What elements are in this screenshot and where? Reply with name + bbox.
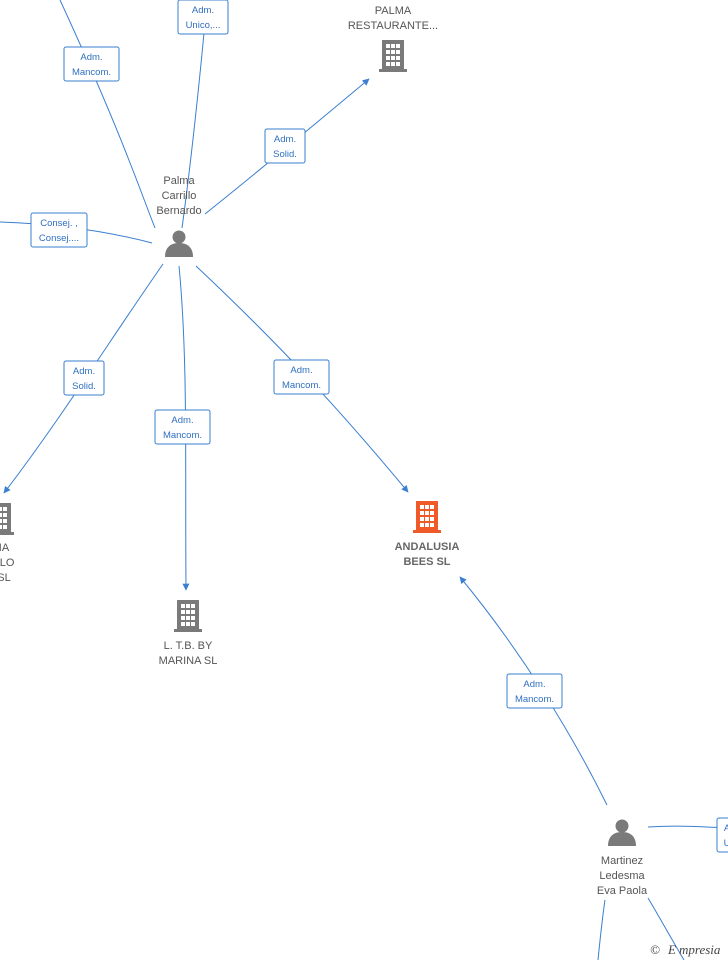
node-label-line: BEES SL (403, 556, 450, 568)
building-icon (379, 40, 407, 72)
person-icon (608, 819, 636, 846)
edge-label-line: Adm. (171, 415, 193, 426)
edge-down-left (597, 899, 606, 960)
edge-label-line: Unico,... (186, 20, 221, 31)
edge-label-top[interactable]: Adm. Unico,... (177, 0, 229, 35)
node-label-line: Palma (163, 175, 195, 187)
edge-label-restaurante[interactable]: Adm. Solid. (264, 128, 306, 164)
edge-top-left (59, 0, 156, 229)
edge-label-line: Adm. (192, 5, 214, 16)
node-label-line: MARINA SL (159, 655, 218, 667)
building-icon (413, 501, 441, 533)
node-label-line: Carrillo (162, 190, 197, 202)
edge-labels-layer: Adm. Mancom. Adm. Unico,... Adm. Solid. Consej… (30, 0, 728, 853)
edge-label-ltb[interactable]: Adm. Mancom. (154, 409, 211, 445)
node-label-line: Eva Paola (597, 885, 648, 897)
edge-label-line: Mancom. (282, 380, 321, 391)
node-andalusia-bees[interactable]: ANDALUSIA BEES SL (395, 501, 460, 568)
edge-label-left[interactable]: Consej. , Consej.... (30, 212, 88, 248)
node-palma-restaurante[interactable]: PALMA RESTAURANTE... (348, 5, 438, 72)
edge-label-line: Consej.... (39, 233, 79, 244)
edge-label-line: Adm. (290, 365, 312, 376)
edge-label-line: Adm. (80, 52, 102, 63)
edge-label-line: Consej. , (40, 218, 78, 229)
building-icon (174, 600, 202, 632)
edge-label-line: Mancom. (515, 694, 554, 705)
node-label-line: SL (0, 572, 11, 584)
edge-label-top-left[interactable]: Adm. Mancom. (63, 46, 120, 82)
person-icon (165, 230, 193, 257)
edge-label-line: Adm. (274, 134, 296, 145)
node-label-line: PALMA (375, 5, 412, 17)
node-label-line: Martinez (601, 855, 643, 867)
node-ltb-marina[interactable]: L. T.B. BY MARINA SL (159, 600, 218, 667)
copyright-symbol: © (650, 942, 660, 957)
edge-label-line: Adm. (73, 366, 95, 377)
edge-down-right (647, 897, 685, 960)
edge-label-andalusia-1[interactable]: Adm. Mancom. (273, 359, 330, 395)
edge-label-line: Solid. (273, 149, 297, 160)
brand-initial: E (667, 942, 676, 957)
node-label-line: IA (0, 542, 10, 554)
node-left-company[interactable]: IA LLO SL (0, 503, 15, 584)
watermark: © E mpresia (650, 942, 721, 957)
edge-label-line: Solid. (72, 381, 96, 392)
edge-label-line: Adm. (523, 679, 545, 690)
node-label-line: Ledesma (599, 870, 645, 882)
edge-label-line: Mancom. (72, 67, 111, 78)
edge-label-line: A (724, 823, 728, 834)
node-label-line: Bernardo (156, 205, 201, 217)
nodes-layer: PalmaCarrilloBernardoMartinezLedesmaEva … (0, 5, 648, 897)
edge-label-line: Mancom. (163, 430, 202, 441)
node-label-line: LLO (0, 557, 15, 569)
edge-label-left-company[interactable]: Adm. Solid. (63, 360, 105, 396)
edge-right (647, 825, 728, 829)
building-icon (0, 503, 14, 535)
edge-label-line: U (724, 838, 728, 849)
brand-name: mpresia (679, 942, 721, 957)
edge-label-andalusia-2[interactable]: Adm. Mancom. (506, 673, 563, 709)
node-label-line: RESTAURANTE... (348, 20, 438, 32)
node-label-line: ANDALUSIA (395, 541, 460, 553)
node-label-line: L. T.B. BY (164, 640, 213, 652)
edge-label-right[interactable]: AU (716, 817, 728, 853)
